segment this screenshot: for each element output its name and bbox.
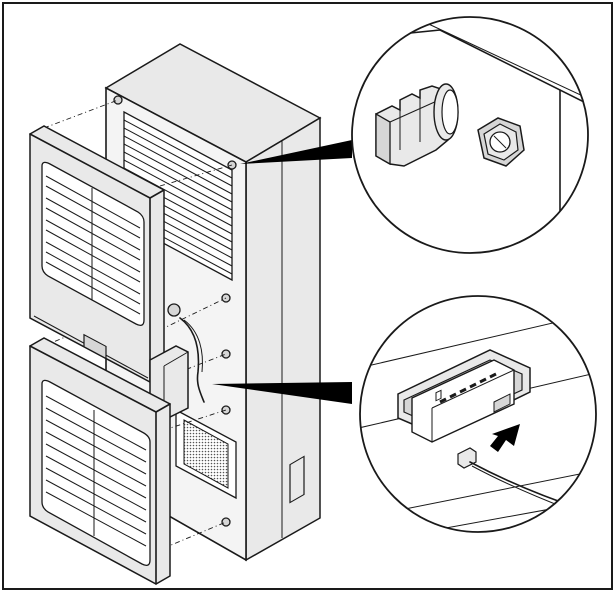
- cabinet-fan-grille: [175, 408, 237, 500]
- stud-and-nut-icon: [375, 83, 525, 167]
- upper-louvre-cover: [29, 125, 165, 383]
- stud-top-left: [113, 95, 123, 105]
- lower-louvre-cover: [29, 337, 171, 585]
- mounting-studs: [113, 95, 237, 527]
- cabinet-upper-vent: [123, 110, 233, 282]
- detail-circle-upper: [351, 16, 589, 254]
- callout-pointer-lower: [212, 382, 352, 404]
- cable: [179, 317, 205, 403]
- callout-pointer-upper: [240, 140, 352, 164]
- alignment-lines: [43, 99, 233, 549]
- insert-arrow-icon: [490, 424, 520, 452]
- stud-bottom-right: [221, 517, 231, 527]
- cable-gland: [167, 303, 181, 317]
- stud-lower-right: [221, 405, 231, 415]
- stud-mid2-right: [221, 349, 231, 359]
- detail-circle-lower: [359, 295, 597, 533]
